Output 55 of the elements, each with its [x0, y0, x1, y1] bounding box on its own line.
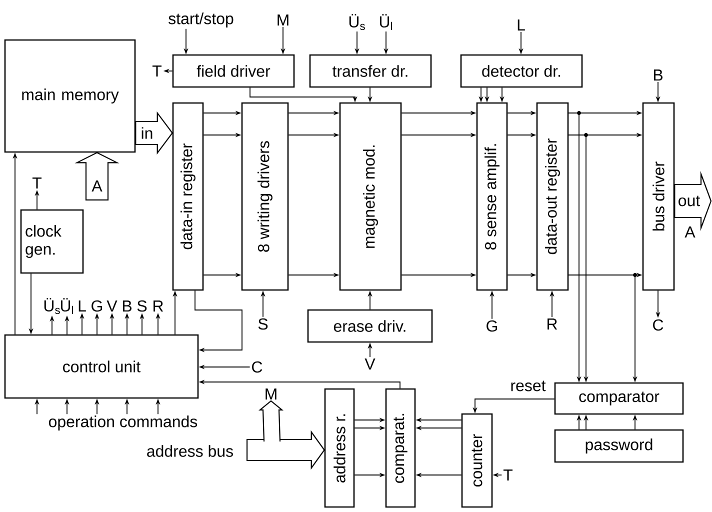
signal-label: A [92, 180, 102, 192]
signal-label: T [503, 470, 513, 480]
function-block: address r. [324, 388, 355, 508]
function-block: clock gen. [20, 209, 84, 274]
signal-label: V [106, 300, 118, 312]
signal-label: L [518, 20, 525, 30]
function-block: field driver [172, 54, 295, 88]
function-block: data-in register [172, 102, 204, 291]
bus-arrow [74, 152, 120, 200]
bus-arrow [135, 111, 174, 155]
signal-label: V [364, 358, 376, 370]
signal-label: M [266, 388, 276, 400]
function-block: comparat. [385, 388, 416, 508]
signal-label: M [278, 14, 288, 26]
signal-label: T [32, 178, 42, 188]
signal-label: R [154, 300, 164, 312]
signal-label: A [684, 226, 696, 238]
function-block: 8 writing drivers [241, 102, 289, 291]
function-block: 8 sense amplif. [476, 102, 508, 291]
signal-label: S [258, 318, 268, 330]
bus-arrow [246, 430, 326, 470]
signal-label: C [252, 361, 262, 373]
function-block: erase driv. [307, 309, 433, 343]
function-block: comparator [554, 382, 684, 415]
function-block: data-out register [536, 102, 569, 291]
signal-label: operation commands [48, 416, 198, 430]
signal-label: Ü$_{s}$ [44, 298, 60, 314]
arrow [194, 290, 242, 352]
signal-label: T [152, 66, 162, 76]
signal-label: Ü$_{l}$ [380, 14, 392, 30]
edge-label: out [678, 196, 700, 206]
function-block: detector dr. [460, 54, 583, 88]
bus-arrow [258, 400, 284, 442]
edge-label: reset [511, 380, 546, 392]
signal-label: start/stop [168, 12, 234, 28]
function-block: transfer dr. [309, 54, 432, 88]
signal-label: L [78, 300, 86, 312]
function-block: main memory [4, 39, 136, 153]
function-block: bus driver [642, 102, 675, 291]
signal-label: Ü$_{l}$ [60, 298, 74, 314]
function-block: counter [461, 413, 493, 508]
signal-label: R [548, 318, 558, 330]
function-block: control unit [4, 334, 199, 399]
function-block: magnetic mod. [339, 102, 402, 291]
signal-label: C [653, 319, 664, 331]
signal-label: address bus [147, 445, 233, 457]
signal-label: S [137, 300, 147, 312]
signal-label: G [92, 300, 102, 312]
signal-label: B [654, 70, 662, 80]
function-block: password [554, 429, 684, 463]
signal-label: G [486, 320, 498, 332]
signal-label: B [122, 300, 132, 312]
bus-arrow [674, 170, 712, 232]
edge-label: in [142, 127, 152, 139]
signal-label: Ü$_{s}$ [349, 14, 365, 30]
